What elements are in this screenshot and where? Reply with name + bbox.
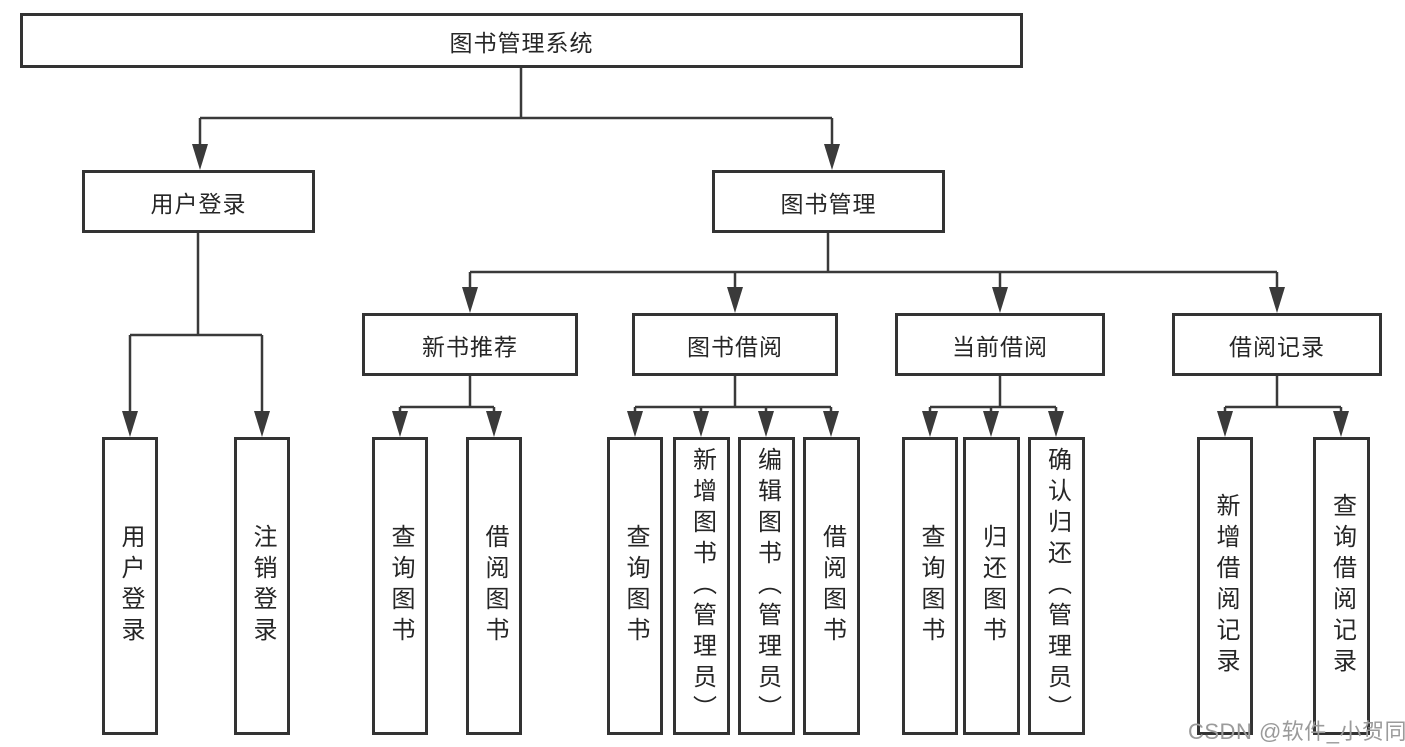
leaf-query-books-current: 查询图书 — [902, 437, 958, 735]
arrowhead — [462, 287, 478, 313]
arrowhead — [122, 411, 138, 437]
arrowhead — [486, 411, 502, 437]
node-book-management: 图书管理 — [712, 170, 945, 233]
leaf-add-borrow-record: 新增借阅记录 — [1197, 437, 1253, 735]
connector-book-borrow-to-leaves — [633, 376, 833, 418]
leaf-add-books-admin: 新增图书（管理员） — [673, 437, 730, 735]
node-root: 图书管理系统 — [20, 13, 1023, 68]
leaf-logout: 注销登录 — [234, 437, 290, 735]
arrowhead — [627, 411, 643, 437]
arrowhead — [392, 411, 408, 437]
node-book-borrow: 图书借阅 — [632, 313, 838, 376]
node-borrow-records: 借阅记录 — [1172, 313, 1382, 376]
leaf-query-books-recommend: 查询图书 — [372, 437, 428, 735]
leaf-borrow-books-recommend: 借阅图书 — [466, 437, 522, 735]
arrowhead — [192, 144, 208, 170]
arrowhead — [992, 287, 1008, 313]
arrowhead — [1333, 411, 1349, 437]
leaf-borrow-books: 借阅图书 — [803, 437, 860, 735]
leaf-confirm-return-admin: 确认归还（管理员） — [1028, 437, 1085, 735]
connector-new-book-recommend-to-leaves — [398, 376, 496, 418]
leaf-query-borrow-record: 查询借阅记录 — [1313, 437, 1370, 735]
arrowhead — [823, 411, 839, 437]
leaf-user-login: 用户登录 — [102, 437, 158, 735]
arrowhead — [922, 411, 938, 437]
leaf-edit-books-admin: 编辑图书（管理员） — [738, 437, 795, 735]
arrowhead — [1217, 411, 1233, 437]
connector-borrow-records-to-leaves — [1223, 376, 1343, 418]
arrowhead — [693, 411, 709, 437]
connector-root-to-level2 — [198, 68, 834, 148]
arrowhead — [1269, 287, 1285, 313]
leaf-query-books-borrow: 查询图书 — [607, 437, 663, 735]
arrowhead — [1048, 411, 1064, 437]
arrowhead — [727, 287, 743, 313]
arrowhead — [824, 144, 840, 170]
node-current-borrow: 当前借阅 — [895, 313, 1105, 376]
csdn-watermark: CSDN @软件_小贺同学 — [1188, 719, 1405, 744]
leaf-return-books: 归还图书 — [963, 437, 1020, 735]
arrowhead — [254, 411, 270, 437]
arrowhead — [758, 411, 774, 437]
arrowheads — [122, 144, 1349, 437]
node-user-login: 用户登录 — [82, 170, 315, 233]
arrowhead — [983, 411, 999, 437]
connector-user-login-to-leaves — [128, 233, 264, 418]
node-new-book-recommend: 新书推荐 — [362, 313, 578, 376]
connector-book-management-to-level3 — [468, 233, 1279, 292]
